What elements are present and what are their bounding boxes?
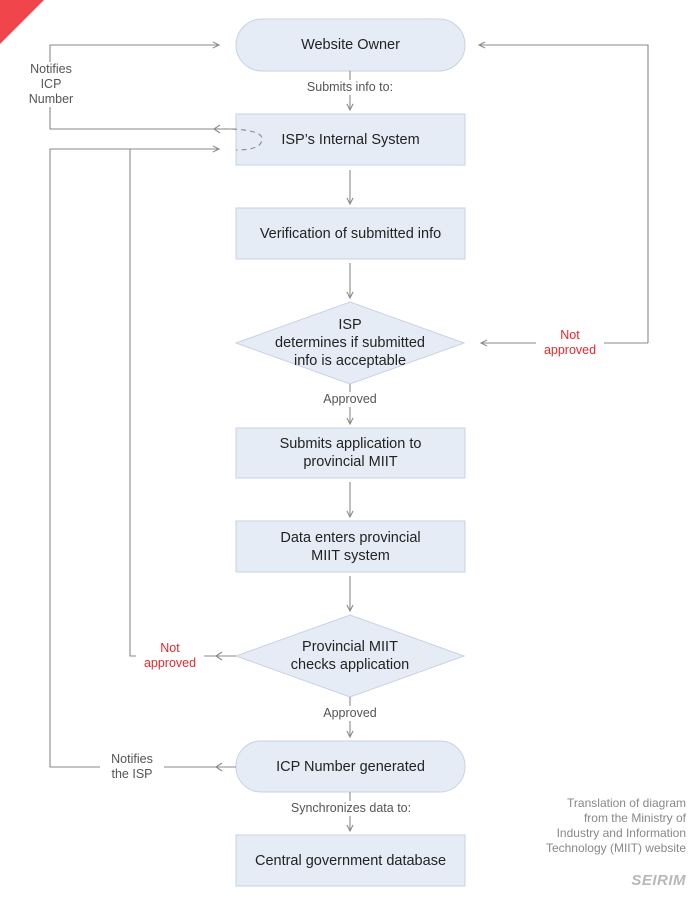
shape-isp-internal-system: [235, 113, 466, 166]
label-approved-miit: Approved: [310, 706, 390, 721]
node-isp-internal-system: ISP’s Internal System: [281, 131, 420, 148]
node-website-owner: Website Owner: [301, 37, 400, 53]
shape-submit-application: [235, 427, 466, 479]
arrow-notifies-isp: [49, 149, 236, 768]
node-data-enters: Data enters provincial MIIT system: [280, 529, 421, 564]
corner-accent: [0, 0, 44, 44]
label-not-approved-isp: Not approved: [536, 328, 604, 358]
brand-logo: SEIRIM: [631, 872, 686, 889]
arrow-notifies-icp-head: [213, 124, 221, 134]
arrow-not-approved-isp: [479, 45, 649, 343]
label-not-approved-miit: Not approved: [136, 641, 204, 671]
label-notifies-isp: Notifies the ISP: [100, 752, 164, 782]
shape-data-enters: [235, 520, 466, 573]
label-notifies-icp: Notifies ICP Number: [20, 62, 82, 107]
arrow-notifies-isp-head: [215, 762, 223, 772]
shape-central-db: [235, 834, 466, 887]
label-synchronizes: Synchronizes data to:: [276, 801, 426, 816]
node-isp-decision: ISP determines if submitted info is acce…: [275, 317, 425, 369]
node-submit-application: Submits application to provincial MIIT: [279, 436, 422, 470]
shape-verification: [235, 207, 466, 260]
node-verification: Verification of submitted info: [259, 225, 442, 242]
node-miit-check: Provincial MIIT checks application: [290, 639, 410, 673]
node-central-db: Central government database: [254, 852, 447, 869]
source-credit: Translation of diagram from the Ministry…: [545, 796, 686, 855]
arrow-not-approved-miit-head: [215, 651, 223, 661]
arrow-not-approved-miit: [129, 149, 236, 657]
node-icp-generated: ICP Number generated: [276, 758, 425, 775]
label-approved-isp: Approved: [310, 392, 390, 407]
label-submits-info: Submits info to:: [290, 80, 410, 95]
